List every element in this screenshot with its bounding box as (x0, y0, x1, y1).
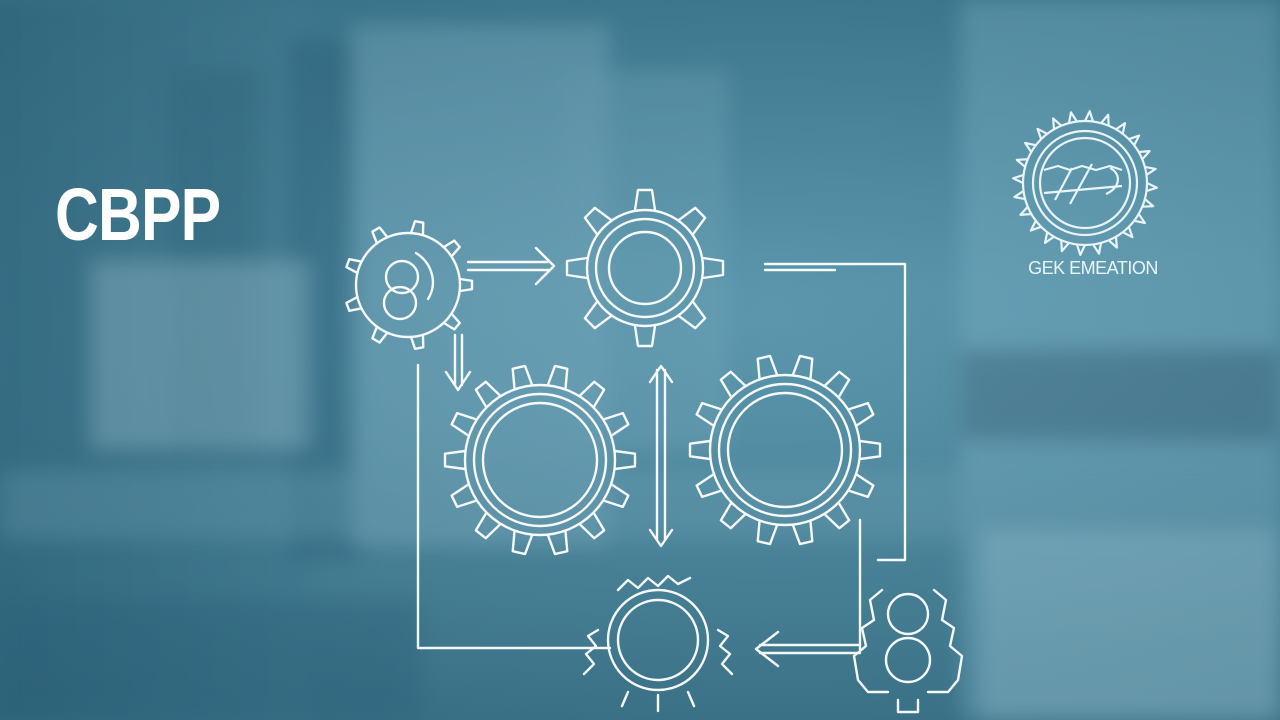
gear-tooth (677, 206, 707, 236)
gear-tooth (443, 449, 467, 471)
large-gear-icon (688, 354, 882, 546)
large-gear-icon (443, 364, 637, 556)
gear-tooth (695, 401, 723, 427)
bg-floor (0, 600, 420, 720)
gear-tooth (409, 333, 425, 350)
gear-tooth (719, 370, 747, 399)
gear-tooth (474, 380, 502, 409)
gear-tooth (858, 439, 882, 461)
gear-tooth (511, 364, 534, 391)
gear-tooth (371, 226, 389, 245)
gear-tooth (847, 401, 875, 427)
gear-tooth (474, 511, 502, 540)
gear-tooth (695, 473, 723, 499)
gear-tooth (578, 511, 606, 540)
gear-tooth (546, 529, 569, 556)
gear-tooth (371, 325, 389, 344)
gear-tooth (442, 312, 461, 331)
gear-tooth (756, 354, 779, 381)
gear-tooth (458, 277, 474, 293)
gear-tooth (823, 370, 851, 399)
bg-pillar (170, 70, 260, 450)
arrow-icon (763, 262, 907, 562)
arrow-icon (648, 364, 674, 548)
gear-tooth (442, 239, 461, 258)
gear-tooth (719, 501, 747, 530)
gear-tooth (677, 300, 707, 330)
gear-tooth (546, 364, 569, 391)
gear-tooth (345, 295, 363, 313)
gear-tooth (791, 519, 814, 546)
gear-tooth (583, 206, 613, 236)
gear-tooth (450, 483, 478, 509)
gear-tooth (602, 411, 630, 437)
bg-cabinet (980, 530, 1280, 720)
gear-tooth (345, 257, 363, 275)
brand-label: GEK EMEATION (1028, 258, 1158, 278)
gear-tooth (756, 519, 779, 546)
gear-tooth (565, 256, 589, 280)
gear-tooth (613, 449, 637, 471)
page-title: CBPP (55, 173, 221, 256)
gear-tooth (409, 220, 425, 237)
gear-tooth (633, 324, 657, 348)
gear-emblem-icon (1012, 110, 1158, 256)
gear-tooth (791, 354, 814, 381)
arrow-icon (466, 246, 556, 286)
gear-tooth (450, 411, 478, 437)
arrow-icon (444, 333, 472, 392)
emblem-teeth (1012, 110, 1158, 256)
gear-tooth (823, 501, 851, 530)
gear-tooth (633, 188, 657, 212)
cog-icon (582, 574, 734, 713)
bg-desk (0, 470, 1280, 540)
gear-tooth (847, 473, 875, 499)
gear-tooth (578, 380, 606, 409)
bg-monitor (90, 260, 310, 450)
loop-icon (852, 588, 964, 714)
bg-desk (960, 350, 1280, 440)
small-gear-icon (345, 220, 474, 350)
gear-tooth (602, 483, 630, 509)
arrow-icon (754, 630, 862, 668)
gear-tooth (511, 529, 534, 556)
gear-tooth (583, 300, 613, 330)
gear-tooth (701, 256, 725, 280)
gear-tooth (688, 439, 712, 461)
large-gear-icon (565, 188, 725, 348)
